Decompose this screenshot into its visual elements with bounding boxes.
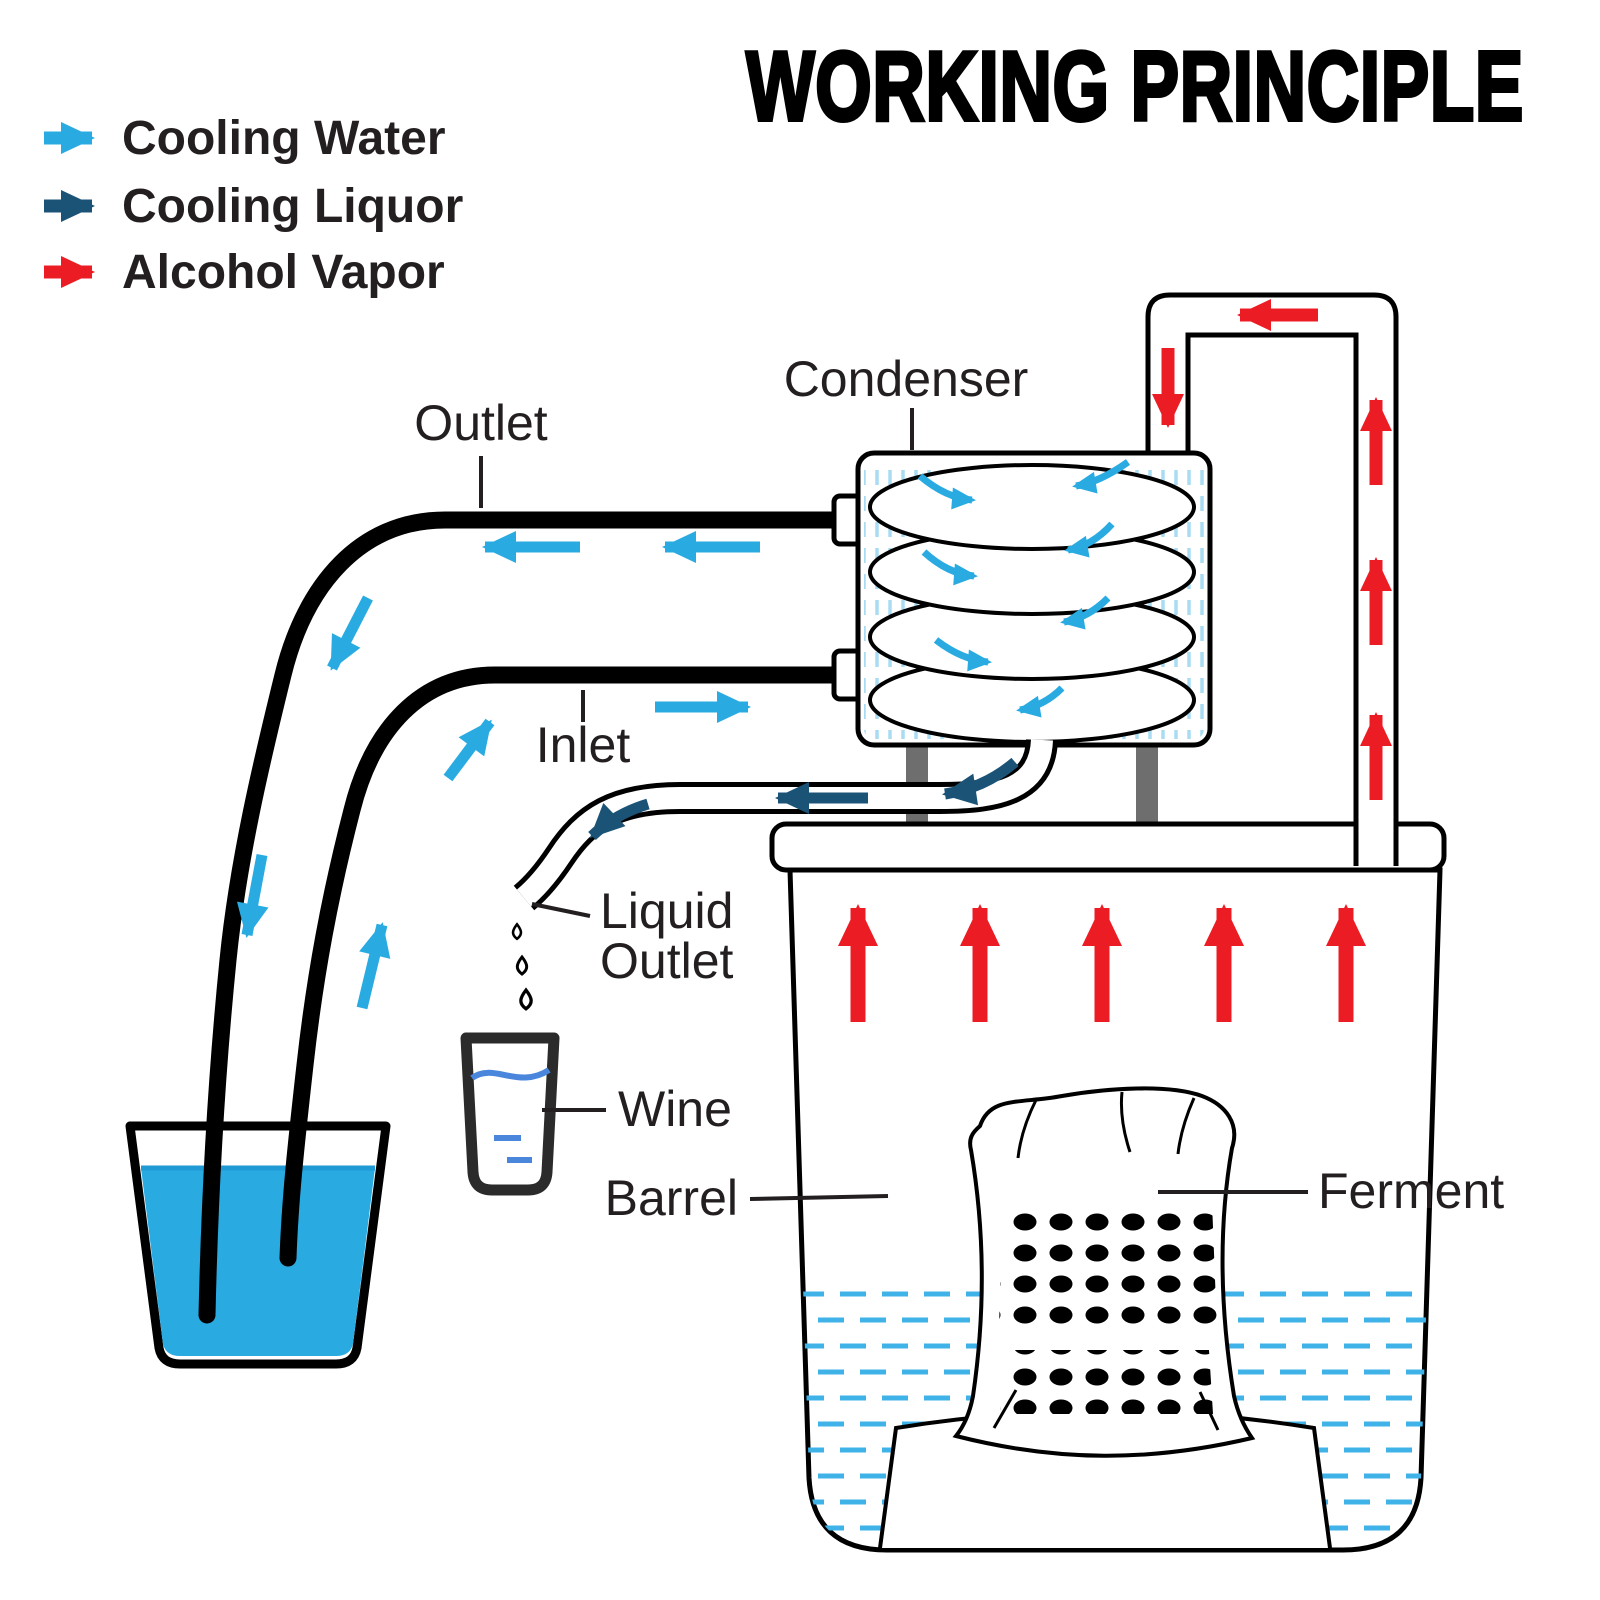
page-title-group: WORKING PRINCIPLE — [744, 31, 1525, 144]
barrel-lid — [769, 821, 1447, 873]
condenser-coil — [868, 463, 1196, 744]
vapor-riser-pipe — [1145, 292, 1399, 866]
liquid-drops — [511, 922, 533, 1011]
legend-cooling-liquor-label: Cooling Liquor — [122, 180, 463, 233]
legend-cooling-water-label: Cooling Water — [122, 112, 446, 165]
riser-pipe-outer-wall — [1145, 292, 1399, 866]
cooling-hoses — [198, 511, 865, 1324]
bucket-water — [141, 1168, 375, 1356]
outlet-label: Outlet — [414, 395, 548, 451]
wine-glass — [460, 1032, 560, 1196]
vapor-arrows-barrel — [838, 904, 1366, 1022]
inlet-hose — [279, 666, 865, 1267]
ferment-bag — [952, 1086, 1256, 1458]
cooling-liquor-flow-arrows — [588, 757, 1019, 841]
barrel-leader — [749, 1194, 889, 1201]
condenser-label: Condenser — [784, 351, 1029, 407]
bag-crease — [1016, 1099, 1038, 1159]
annotations: Condenser Outlet Inlet Liquid Outlet Win… — [414, 351, 1504, 1226]
liquid-outlet-leader — [531, 902, 591, 918]
vapor-arrows-pipe — [1152, 299, 1392, 800]
ferment-label: Ferment — [1318, 1163, 1504, 1219]
bag-crease — [1176, 1097, 1196, 1155]
liquid-outlet-label-line2: Outlet — [600, 933, 734, 989]
support-right — [1136, 742, 1158, 834]
barrel-label: Barrel — [605, 1170, 738, 1226]
barrel — [769, 821, 1447, 1553]
inlet-label: Inlet — [536, 717, 631, 773]
cooling-water-flow-arrows — [236, 531, 760, 1010]
cooling-water-bucket — [125, 1121, 391, 1369]
tube-bore — [516, 738, 1053, 907]
glass-outline — [460, 1032, 560, 1196]
ferment-grain-dots-lower — [1000, 1350, 1213, 1414]
legend: Cooling Water Cooling Liquor Alcohol Vap… — [44, 112, 463, 299]
liquid-outlet-label-line1: Liquid — [600, 883, 733, 939]
outlet-hose — [198, 511, 865, 1324]
legend-alcohol-vapor-label: Alcohol Vapor — [122, 246, 445, 299]
condenser — [831, 450, 1213, 748]
coil-flow-arrows — [917, 459, 1131, 718]
liquor-outlet-tube — [511, 738, 1058, 1011]
page-title: WORKING PRINCIPLE — [746, 32, 1524, 141]
bag-crease — [1120, 1091, 1132, 1153]
wine-label: Wine — [618, 1081, 732, 1137]
ferment-grain-dots-upper — [999, 1202, 1217, 1330]
riser-pipe-inner-wall — [1185, 332, 1359, 866]
wine-surface — [470, 1067, 551, 1081]
